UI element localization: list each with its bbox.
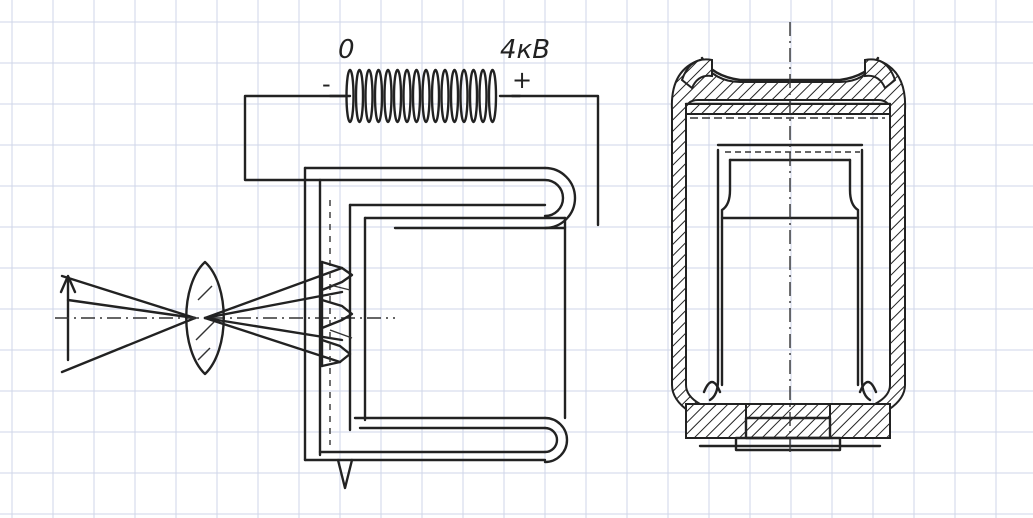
photocathode [320, 260, 354, 368]
coil-turn [373, 68, 384, 124]
window-layer [685, 103, 891, 115]
coil-turn [449, 68, 460, 124]
coil-turn [345, 68, 355, 124]
object-arrow [59, 274, 77, 362]
coil-turn [411, 68, 422, 124]
lens [185, 260, 225, 376]
light-rays-input [60, 274, 197, 374]
tube-cross-section [670, 22, 907, 455]
coil-turn [478, 68, 488, 124]
tube-housing [303, 166, 577, 490]
label-voltage-low: 0 [338, 35, 355, 65]
coil-turn [392, 68, 403, 124]
label-sign-plus: + [512, 66, 532, 94]
image-tube-diagram: 0 4кВ - + [55, 35, 600, 490]
outer-wall [670, 58, 907, 439]
coil-turn [364, 68, 374, 124]
label-sign-minus: - [322, 70, 331, 98]
coil-turn [354, 68, 365, 124]
coil-turn [468, 68, 479, 124]
label-voltage-high: 4кВ [500, 35, 550, 65]
high-voltage-source [243, 68, 600, 227]
coil-turn [421, 68, 431, 124]
coil-turn [430, 68, 441, 124]
coil-turn [459, 68, 469, 124]
coil-turn [440, 68, 450, 124]
coil-turn [487, 68, 498, 124]
resistor-chain [345, 68, 498, 124]
coil-turn [402, 68, 412, 124]
coil-turn [383, 68, 393, 124]
